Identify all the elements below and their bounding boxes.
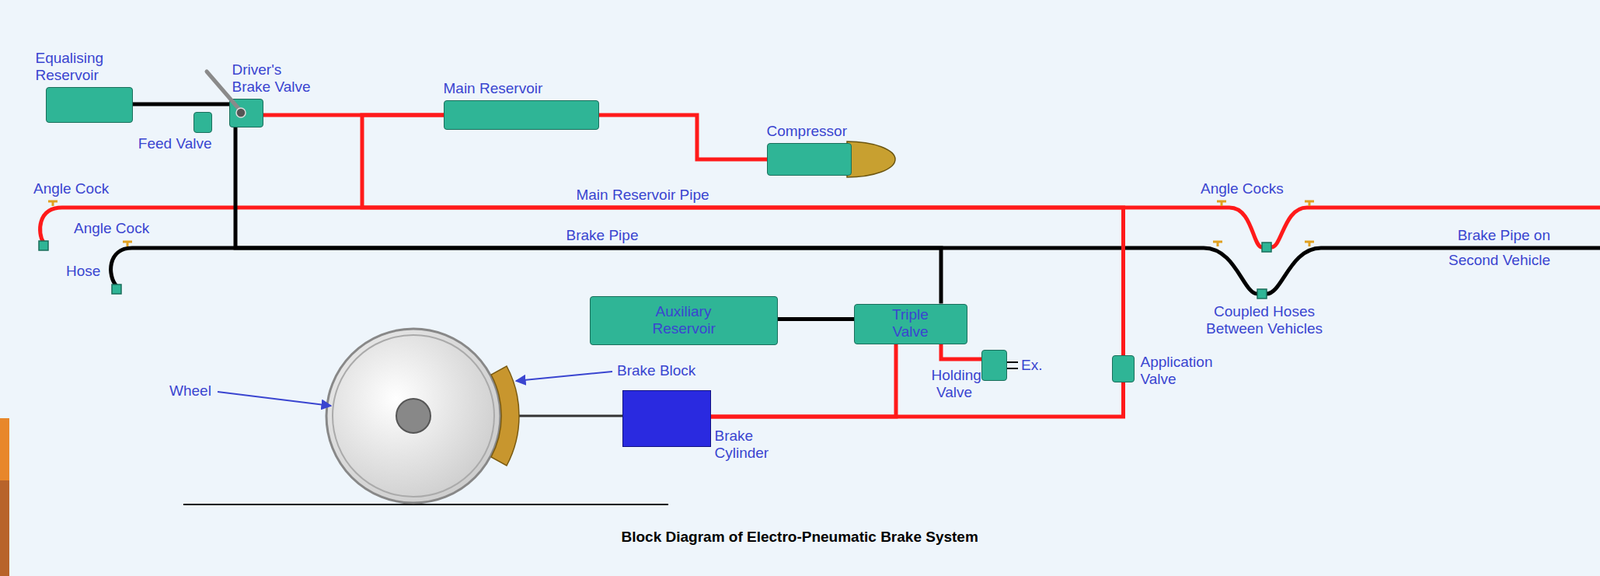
wheel-hub — [396, 398, 431, 433]
valve-box: Application Valve — [1111, 355, 1135, 383]
pipe-label: Brake Pipe on Second Vehicle — [1448, 223, 1551, 273]
node-label: Triple Valve — [891, 306, 931, 341]
compressor-box: Compressor — [766, 142, 852, 176]
part-label: Hose — [66, 262, 102, 280]
wheel-rim — [332, 334, 495, 497]
pipe-connector — [599, 115, 767, 160]
port-label: Ex. — [1021, 356, 1044, 374]
node-label: Main Reservoir — [443, 80, 544, 98]
node-label: Brake Cylinder — [714, 427, 764, 462]
diagram-caption: Block Diagram of Electro-Pneumatic Brake… — [621, 528, 980, 546]
pipe-label: Main Reservoir Pipe — [575, 186, 711, 204]
pipe-connector — [362, 115, 1124, 356]
hose — [111, 247, 133, 286]
part-label: Coupled Hoses Between Vehicles — [1206, 303, 1323, 338]
node-label: Feed Valve — [137, 135, 213, 153]
valve-box: Holding Valve — [981, 349, 1008, 381]
part-label: Angle Cocks — [1200, 180, 1285, 198]
piston-rod — [519, 414, 623, 418]
slide-strip — [0, 418, 10, 481]
node-label: Auxiliary Reservoir — [652, 303, 715, 338]
reservoir-box: Main Reservoir — [443, 100, 600, 130]
brake-cylinder: Brake Cylinder — [622, 390, 712, 447]
part-label: Angle Cock — [33, 180, 111, 198]
pipe-connector — [711, 344, 896, 418]
coupled-hose — [1229, 207, 1262, 248]
hose-coupling — [1257, 289, 1267, 299]
rail — [183, 503, 669, 506]
reservoir-box: Equalising Reservoir — [45, 87, 133, 123]
part-label: Angle Cock — [73, 219, 151, 238]
node-label: Application Valve — [1140, 353, 1198, 388]
part-label: Wheel — [169, 382, 213, 400]
slide-strip — [0, 480, 10, 576]
reservoir-box: Auxiliary Reservoir — [589, 296, 778, 346]
pipe-label: Brake Pipe — [565, 226, 639, 245]
pipe-connector — [235, 127, 942, 304]
brake-block — [491, 366, 520, 466]
node-label: Driver's Brake Valve — [232, 61, 312, 96]
coupled-hose — [1203, 247, 1258, 294]
valve-box: Driver's Brake Valve — [229, 98, 264, 128]
node-label: Holding Valve — [931, 366, 978, 401]
exhaust-port — [1007, 362, 1018, 369]
hose-coupling — [38, 240, 49, 251]
pipe-connector — [777, 317, 855, 321]
pipe-connector — [941, 344, 982, 360]
leader-line — [515, 371, 613, 381]
hose-coupling — [1261, 242, 1272, 252]
valve-box: Feed Valve — [193, 111, 213, 133]
hose-coupling — [111, 284, 122, 294]
node-label: Equalising Reservoir — [35, 49, 105, 84]
coupled-hose — [1271, 207, 1600, 248]
compressor-motor — [847, 141, 896, 178]
wheel — [326, 328, 501, 503]
part-label: Brake Block — [616, 362, 698, 380]
node-label: Compressor — [766, 122, 849, 140]
pipe-connector — [132, 102, 230, 107]
hose — [40, 207, 63, 243]
pipe-connector — [711, 382, 1124, 417]
valve-box: Triple Valve — [854, 303, 968, 345]
leader-line — [217, 391, 332, 406]
